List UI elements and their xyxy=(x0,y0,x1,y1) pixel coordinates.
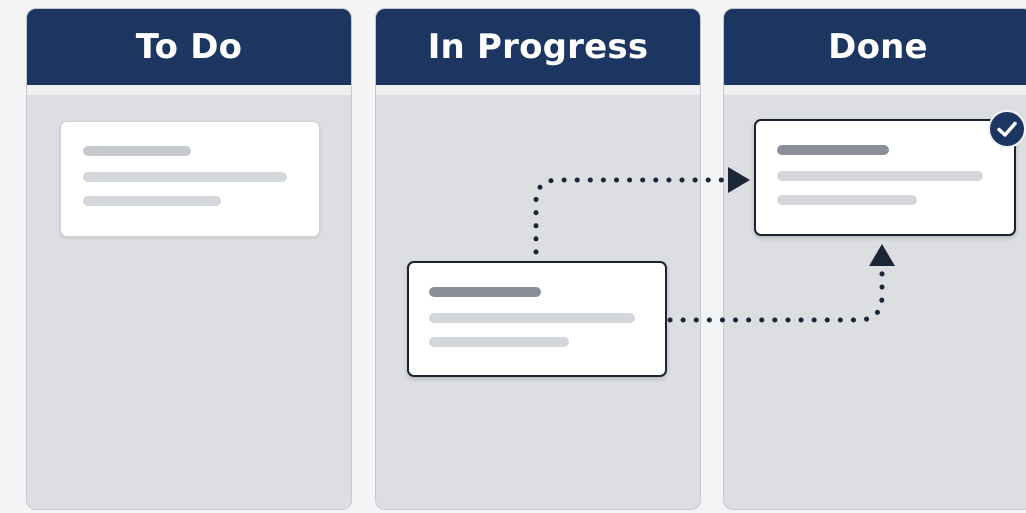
card-title-placeholder xyxy=(83,146,191,156)
card-text-placeholder xyxy=(83,196,221,206)
card-text-placeholder xyxy=(777,195,917,205)
column-done: Done xyxy=(723,8,1026,510)
card-text-placeholder xyxy=(777,171,983,181)
column-header-todo: To Do xyxy=(27,9,351,85)
column-header-in-progress: In Progress xyxy=(376,9,700,85)
task-card-done[interactable] xyxy=(754,119,1016,236)
card-title-placeholder xyxy=(429,287,541,297)
column-header-divider xyxy=(724,85,1026,95)
task-card-in-progress[interactable] xyxy=(407,261,667,377)
check-circle-icon xyxy=(988,110,1026,148)
card-text-placeholder xyxy=(83,172,287,182)
card-text-placeholder xyxy=(429,313,635,323)
card-text-placeholder xyxy=(429,337,569,347)
column-todo: To Do xyxy=(26,8,352,510)
column-header-divider xyxy=(376,85,700,95)
checkmark-icon xyxy=(997,121,1017,137)
card-title-placeholder xyxy=(777,145,889,155)
column-header-divider xyxy=(27,85,351,95)
task-card[interactable] xyxy=(60,121,320,237)
column-header-done: Done xyxy=(724,9,1026,85)
column-in-progress: In Progress xyxy=(375,8,701,510)
